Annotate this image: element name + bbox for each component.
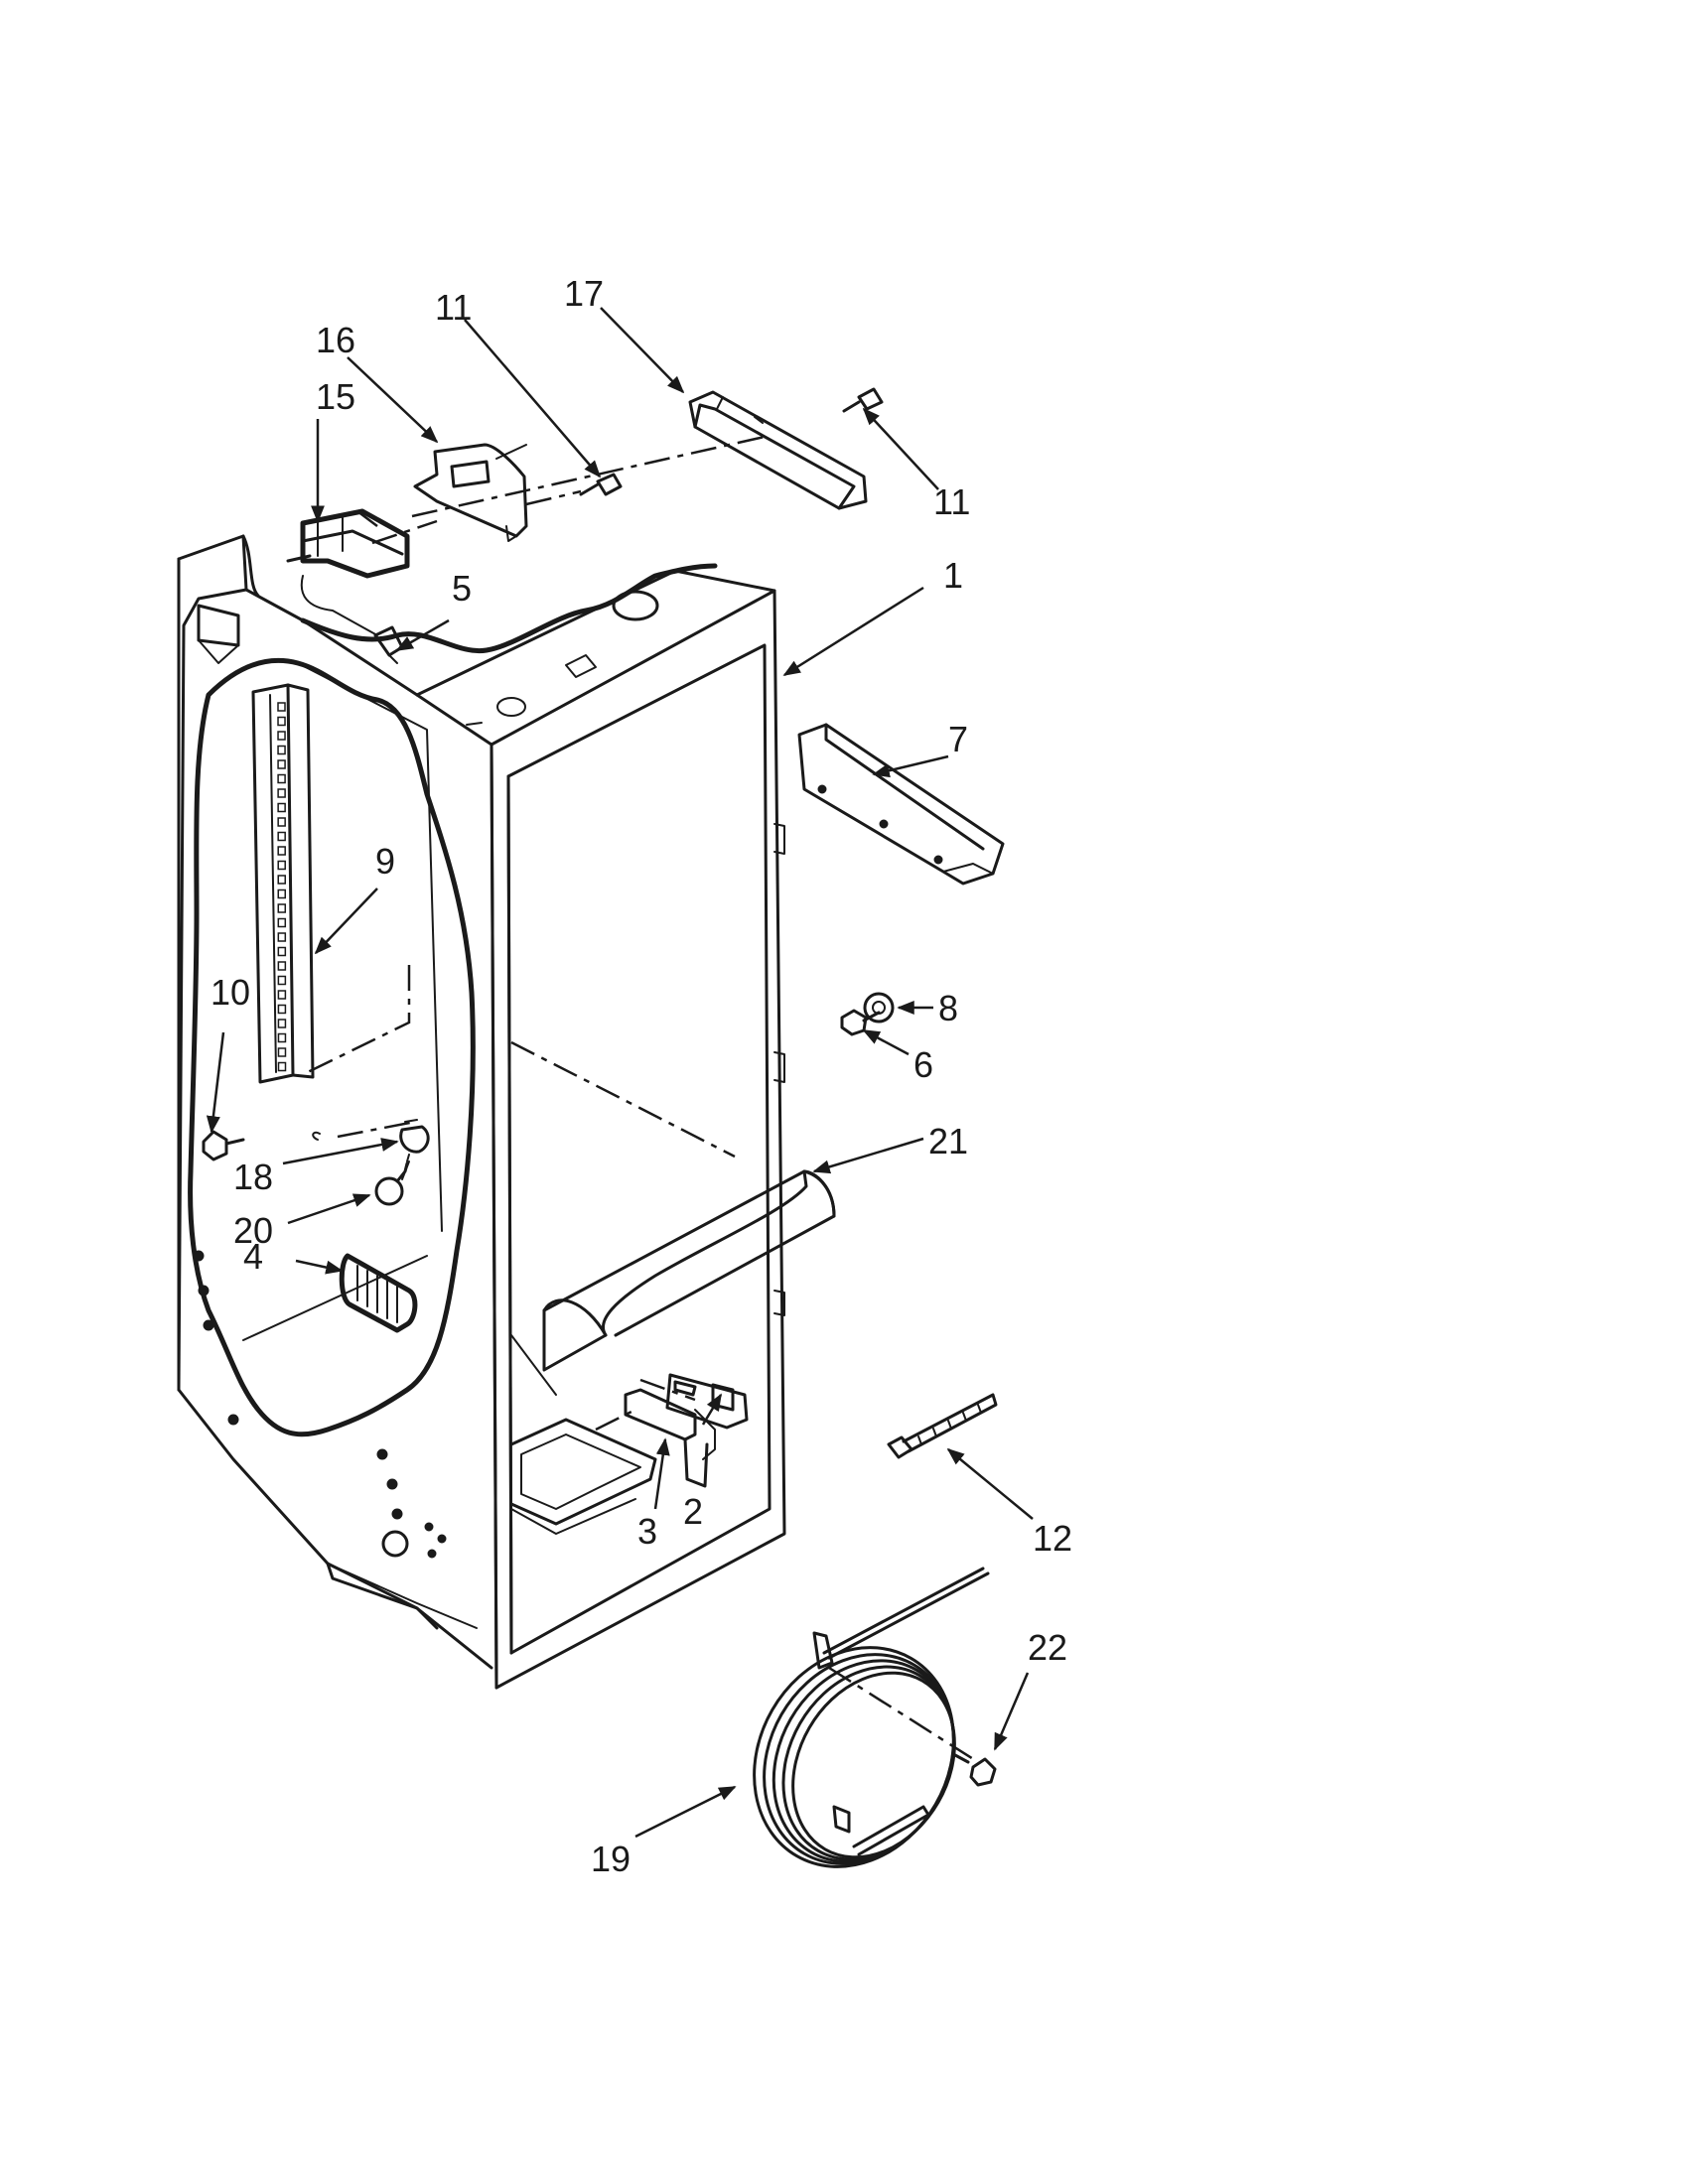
rail-slot [277,831,286,842]
part-15-control [286,508,410,636]
rail-slot [277,731,286,741]
rail-slot [277,788,286,798]
rail-slot [277,716,286,727]
rail-slot [277,860,286,871]
rail-slot [277,917,287,928]
part-17-bracket [688,390,868,510]
rail-slot [277,961,287,971]
rail-slot [277,888,287,899]
part-22-screw [953,1753,997,1787]
part-7-trough [797,723,1005,886]
part-11-screw-right [842,387,884,413]
label-part-9: 9 [375,841,395,882]
label-part-2: 2 [683,1491,703,1532]
part-12-tie-strap [887,1393,998,1459]
label-part-5: 5 [452,568,472,609]
rail-slot [277,1047,287,1057]
leader-lines [206,307,1034,1839]
label-part-11-right: 11 [933,481,970,522]
label-part-19: 19 [591,1839,631,1879]
label-part-17: 17 [564,273,604,314]
label-part-4: 4 [243,1236,263,1277]
part-9-rail [251,683,315,1084]
rail-slot [277,990,287,1000]
label-part-6: 6 [913,1044,933,1085]
rail-slot [277,903,287,913]
label-part-10: 10 [210,972,250,1013]
part-16-bracket [413,443,528,542]
rail-slot [277,846,286,856]
label-part-11-top: 11 [435,287,472,328]
part-11-screw-top [579,473,623,496]
rail-slot [277,759,286,769]
cabinet-liner [177,435,786,1690]
part-labels: 1 2 3 4 5 6 7 8 9 10 11 11 12 15 16 17 1… [210,273,1072,1879]
part-21-duct-cover [542,1169,836,1372]
part-3-bracket [624,1388,709,1488]
label-part-15: 15 [316,376,355,417]
rail-slot [277,946,287,957]
label-part-7: 7 [948,719,968,759]
label-part-8: 8 [938,988,958,1028]
part-20-bulb [374,1161,409,1206]
label-part-21: 21 [928,1121,968,1161]
rail-slot [277,875,286,885]
label-part-22: 22 [1028,1627,1067,1668]
part-19-water-tubing [753,1567,990,1868]
label-part-12: 12 [1033,1518,1072,1559]
rail-slot [277,1004,287,1015]
label-part-3: 3 [637,1511,657,1552]
rail-slot [277,702,286,712]
part-10-screw [202,1130,321,1161]
rail-slot [277,1032,287,1043]
rail-slot [277,773,286,784]
label-part-16: 16 [316,320,355,360]
rail-slot [277,975,287,986]
part-6-bolt [840,1009,881,1036]
label-part-18: 18 [233,1157,273,1197]
rail-slot [277,1061,287,1072]
rail-slot [277,745,286,755]
rail-slot [277,802,286,813]
rail-slot [277,932,287,942]
label-part-20: 20 [233,1210,273,1251]
rail-slot [277,817,286,827]
label-part-1: 1 [943,555,963,596]
rail-slot [277,1019,287,1028]
